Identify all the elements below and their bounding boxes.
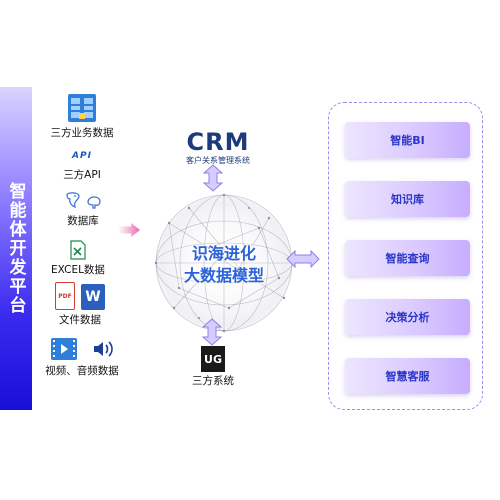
capability-label: 智慧客服	[385, 370, 430, 383]
crm-title: CRM	[186, 128, 250, 156]
pdf-icon: PDF	[55, 282, 75, 310]
capabilities-panel	[328, 102, 483, 410]
source-label: 文件数据	[59, 314, 101, 326]
crm-subtitle: 客户关系管理系统	[186, 156, 250, 165]
source-label: EXCEL数据	[51, 264, 105, 276]
model-capabilities-double-arrow	[286, 249, 320, 269]
source-database: 数据库	[58, 191, 108, 228]
source-media: 视频、音频数据	[44, 337, 120, 378]
source-label: 视频、音频数据	[45, 365, 119, 377]
pdf-icon-text: PDF	[58, 292, 72, 300]
capability-smart-bi: 智能BI	[345, 122, 470, 158]
crm-system: CRM 客户关系管理系统	[178, 130, 258, 166]
source-business-data: 三方业务数据	[50, 93, 114, 140]
capability-smart-query: 智能查询	[345, 240, 470, 276]
capability-smart-customer-service: 智慧客服	[345, 358, 470, 394]
spreadsheet-icon	[68, 94, 96, 122]
ug-logo-text: UG	[204, 352, 222, 366]
capability-knowledge-base: 知识库	[345, 181, 470, 217]
third-party-system: UG 三方系统	[192, 346, 234, 388]
capability-decision-analysis: 决策分析	[345, 299, 470, 335]
api-icon: API	[72, 151, 92, 161]
capability-label: 决策分析	[385, 311, 430, 324]
capability-label: 智能BI	[390, 134, 425, 147]
source-excel: EXCEL数据	[48, 240, 108, 277]
source-label: 三方API	[63, 169, 101, 181]
source-files: PDF W 文件数据	[52, 282, 108, 327]
source-label: 数据库	[67, 215, 99, 227]
database-icon	[66, 192, 80, 208]
platform-banner: 智能体开发平台	[0, 87, 32, 410]
platform-title: 智能体开发平台	[5, 182, 26, 315]
model-title-line1: 识海进化	[191, 244, 256, 263]
crm-model-double-arrow	[202, 164, 224, 192]
capability-label: 知识库	[391, 193, 424, 206]
model-third-party-double-arrow	[201, 318, 223, 346]
third-party-label: 三方系统	[192, 375, 234, 387]
word-icon-text: W	[85, 289, 101, 305]
word-icon: W	[81, 284, 105, 310]
audio-icon	[94, 341, 113, 357]
excel-icon	[70, 240, 86, 260]
ug-logo-icon: UG	[201, 346, 225, 372]
sources-to-model-arrow	[118, 223, 140, 237]
elephant-icon	[87, 196, 101, 209]
source-api: API 三方API	[57, 147, 107, 182]
capability-label: 智能查询	[385, 252, 430, 265]
model-title-line2: 大数据模型	[183, 266, 264, 285]
source-label: 三方业务数据	[50, 127, 114, 139]
video-icon	[51, 338, 77, 360]
